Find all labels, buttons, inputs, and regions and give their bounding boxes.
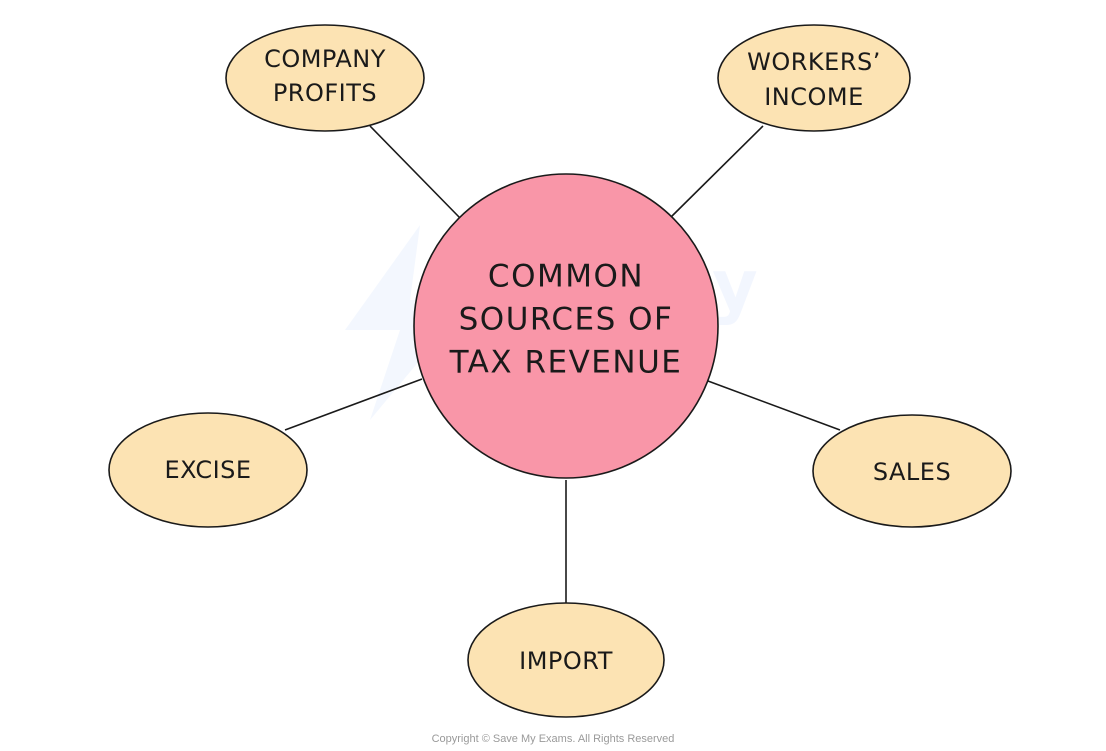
connector-sales [707,380,841,431]
center-circle [413,173,719,479]
leaf-company-profits-ellipse [225,24,425,132]
center-line-2: SOURCES OF [459,302,674,338]
center-node: COMMON SOURCES OF TAX REVENUE [413,173,719,479]
connector-company-profits [369,125,461,219]
leaf-sales-label: SALES [873,458,951,486]
center-line-3: TAX REVENUE [449,345,683,381]
leaf-company-profits-line-2: PROFITS [273,79,377,107]
leaf-workers-income-line-1: WORKERS’ [747,48,881,76]
connector-excise [284,378,423,431]
center-line-1: COMMON [488,259,644,295]
leaf-workers-income-ellipse [717,24,911,132]
leaf-workers-income: WORKERS’ INCOME [717,24,911,132]
leaf-import: IMPORT [467,602,665,718]
leaf-sales-ellipse [812,414,1012,528]
watermark-logo: y [345,225,758,420]
leaf-excise-label: EXCISE [164,456,251,484]
leaf-excise: EXCISE [108,412,308,528]
copyright-notice: Copyright © Save My Exams. All Rights Re… [431,733,675,745]
leaf-excise-ellipse [108,412,308,528]
leaf-import-ellipse [467,602,665,718]
svg-text:y: y [712,245,758,327]
leaf-sales: SALES [812,414,1012,528]
connectors [284,125,841,603]
leaf-company-profits-line-1: COMPANY [264,45,386,73]
connector-workers-income [669,125,764,219]
leaf-import-label: IMPORT [519,647,613,675]
leaf-workers-income-line-2: INCOME [764,83,864,111]
leaf-company-profits: COMPANY PROFITS [225,24,425,132]
